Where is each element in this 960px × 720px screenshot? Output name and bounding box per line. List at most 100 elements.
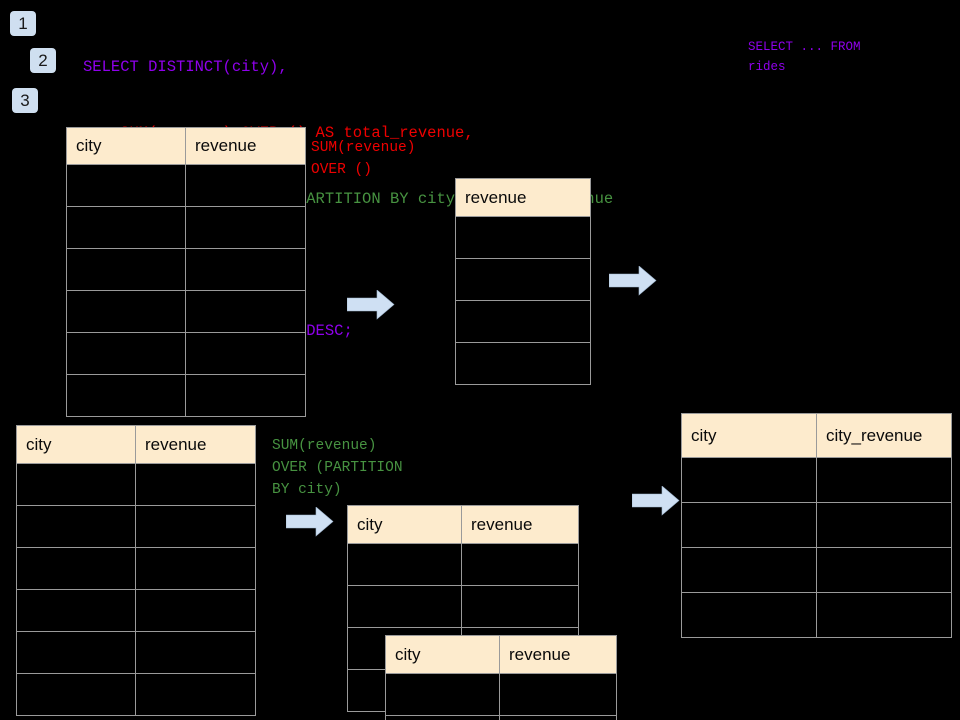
table-total-revenue: revenue — [455, 178, 591, 385]
cell-city — [681, 502, 817, 548]
cell-revenue — [499, 673, 617, 716]
column-header-city: city — [681, 413, 817, 458]
cell-revenue — [135, 589, 256, 632]
table-row — [455, 300, 591, 343]
annotation-sum-over-partition: SUM(revenue) OVER (PARTITION BY city) — [272, 438, 403, 498]
cell-city — [16, 673, 136, 716]
cell-revenue — [185, 290, 306, 333]
cell-city — [347, 585, 462, 628]
table-row — [681, 592, 952, 638]
table-row — [385, 715, 617, 720]
table-row — [66, 290, 306, 333]
table-header-row: city revenue — [66, 127, 306, 165]
cell-city — [385, 715, 500, 720]
table-header-row: revenue — [455, 178, 591, 217]
column-header-revenue: revenue — [185, 127, 306, 165]
cell-city — [66, 374, 186, 417]
table-row — [16, 589, 256, 632]
arrow-total-to-result-icon — [609, 266, 657, 296]
table-header-row: city revenue — [16, 425, 256, 464]
table-row — [455, 258, 591, 301]
column-header-city: city — [385, 635, 500, 674]
cell-city-revenue — [816, 547, 952, 593]
cell-city — [16, 505, 136, 548]
cell-revenue — [461, 543, 579, 586]
cell-revenue — [135, 505, 256, 548]
arrow-source-to-total-icon — [347, 290, 395, 320]
arrow-source-to-partition-icon — [286, 507, 334, 537]
step-badge-2-label: 2 — [38, 51, 48, 70]
table-header-row: city city_revenue — [681, 413, 952, 458]
cell-revenue — [455, 300, 591, 343]
sql-line-1: SELECT DISTINCT(city), — [83, 58, 288, 76]
cell-revenue — [185, 374, 306, 417]
cell-city-revenue — [816, 592, 952, 638]
table-rides-source-bottom: city revenue — [16, 425, 256, 716]
step-badge-3: 3 — [12, 88, 38, 113]
table-row — [66, 332, 306, 375]
cell-revenue — [461, 585, 579, 628]
step-badge-3-label: 3 — [20, 91, 30, 110]
table-partition-group-b: city revenue — [385, 635, 617, 720]
table-row — [66, 206, 306, 249]
column-header-revenue: revenue — [499, 635, 617, 674]
cell-city — [66, 164, 186, 207]
table-row — [681, 502, 952, 548]
step-badge-1: 1 — [10, 11, 36, 36]
table-row — [16, 463, 256, 506]
column-header-city: city — [16, 425, 136, 464]
table-row — [66, 248, 306, 291]
cell-city — [347, 543, 462, 586]
table-row — [16, 505, 256, 548]
cell-city — [66, 290, 186, 333]
cell-revenue — [135, 673, 256, 716]
cell-revenue — [185, 248, 306, 291]
cell-city — [66, 206, 186, 249]
table-row — [681, 457, 952, 503]
cell-city — [681, 457, 817, 503]
cell-revenue — [135, 463, 256, 506]
cell-revenue — [455, 216, 591, 259]
table-row — [16, 631, 256, 674]
cell-revenue — [185, 332, 306, 375]
table-row — [347, 585, 579, 628]
table-result: city city_revenue — [681, 413, 952, 638]
cell-city — [16, 589, 136, 632]
table-row — [16, 673, 256, 716]
cell-city — [66, 332, 186, 375]
table-header-row: city revenue — [347, 505, 579, 544]
side-note-select-from-rides: SELECT ... FROM rides — [748, 40, 861, 74]
table-partition-group-a: city revenue — [347, 505, 579, 712]
cell-city — [681, 592, 817, 638]
column-header-city-revenue: city_revenue — [816, 413, 952, 458]
cell-city — [66, 248, 186, 291]
table-row — [681, 547, 952, 593]
cell-revenue — [185, 206, 306, 249]
column-header-revenue: revenue — [135, 425, 256, 464]
table-row — [16, 547, 256, 590]
column-header-revenue: revenue — [461, 505, 579, 544]
step-badge-2: 2 — [30, 48, 56, 73]
annotation-sum-over-empty: SUM(revenue) OVER () — [311, 140, 416, 178]
cell-city-revenue — [816, 502, 952, 548]
cell-city — [16, 463, 136, 506]
cell-city-revenue — [816, 457, 952, 503]
cell-city — [385, 673, 500, 716]
table-rides-source-top: city revenue — [66, 127, 306, 417]
cell-revenue — [455, 258, 591, 301]
table-header-row: city revenue — [385, 635, 617, 674]
cell-revenue — [135, 547, 256, 590]
cell-revenue — [185, 164, 306, 207]
table-row — [455, 342, 591, 385]
step-badge-1-label: 1 — [18, 14, 28, 33]
column-header-city: city — [66, 127, 186, 165]
cell-revenue — [499, 715, 617, 720]
cell-city — [16, 631, 136, 674]
cell-revenue — [135, 631, 256, 674]
column-header-revenue: revenue — [455, 178, 591, 217]
arrow-partition-to-result-icon — [632, 486, 680, 516]
table-row — [385, 673, 617, 716]
column-header-city: city — [347, 505, 462, 544]
table-row — [66, 164, 306, 207]
